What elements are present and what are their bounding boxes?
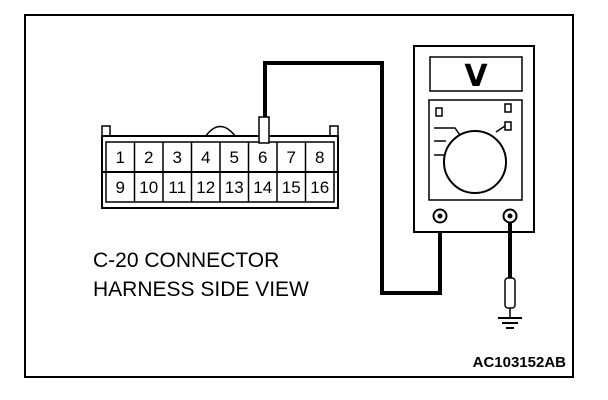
pin-label: 14 — [253, 178, 272, 197]
pin-label: 8 — [315, 148, 324, 167]
connector-c20: 1 2 3 4 5 6 7 8 9 10 11 12 13 14 15 16 — [101, 125, 339, 209]
volt-unit-symbol: V — [464, 59, 488, 94]
pin-label: 1 — [116, 148, 125, 167]
connector-left-tab — [101, 125, 111, 137]
meter-display — [429, 56, 523, 92]
caption-line-2: HARNESS SIDE VIEW — [93, 278, 309, 301]
pin-label: 7 — [287, 148, 296, 167]
connector-latch — [204, 125, 237, 138]
pin-label: 10 — [139, 178, 158, 197]
probe-tip — [258, 116, 270, 144]
diagram-frame — [24, 14, 574, 378]
back-probe — [258, 116, 270, 144]
ground-icon — [498, 317, 522, 329]
indicator-square-icon — [504, 103, 512, 113]
pin-label: 13 — [225, 178, 244, 197]
pin-label: 2 — [144, 148, 153, 167]
ground-lead — [498, 222, 522, 329]
range-mark-icon — [495, 125, 506, 133]
pin-label: 16 — [310, 178, 329, 197]
voltmeter: V — [413, 45, 535, 233]
pin-label: 15 — [282, 178, 301, 197]
pin-label: 9 — [116, 178, 125, 197]
positive-terminal-hole — [437, 213, 443, 219]
positive-test-lead — [263, 61, 442, 295]
ground-clip — [504, 277, 516, 309]
selector-dial — [443, 130, 507, 194]
indicator-square-icon — [435, 107, 443, 117]
pin-label: 4 — [201, 148, 210, 167]
figure-code: AC103152AB — [473, 354, 567, 371]
pin-label: 5 — [230, 148, 239, 167]
pin-label: 3 — [173, 148, 182, 167]
connector-right-tab — [329, 125, 339, 137]
pin-label-probed: 6 — [258, 148, 267, 167]
pin-label: 12 — [196, 178, 215, 197]
negative-terminal-hole — [507, 213, 513, 219]
caption-line-1: C-20 CONNECTOR — [93, 249, 279, 272]
pin-label: 11 — [168, 178, 186, 197]
